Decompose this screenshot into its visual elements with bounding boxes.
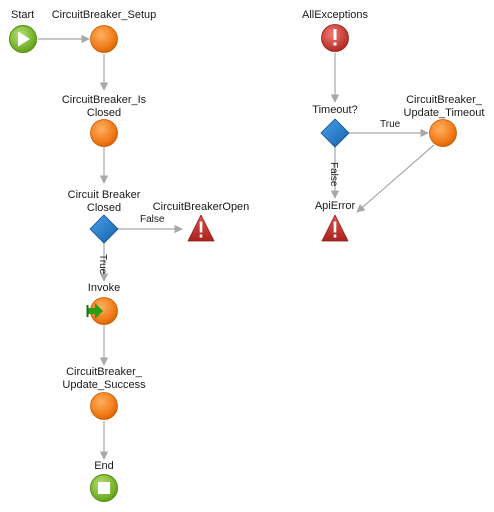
stop-icon bbox=[98, 482, 110, 494]
timeout-decision[interactable] bbox=[320, 118, 350, 148]
edge-update-apierror bbox=[356, 144, 435, 213]
is-closed-label-line2: Closed bbox=[86, 107, 122, 119]
api-error-label: ApiError bbox=[314, 200, 356, 212]
orange-circle-icon bbox=[90, 25, 118, 53]
start-label: Start bbox=[11, 9, 35, 21]
invoke-node[interactable] bbox=[86, 297, 118, 325]
edge-label-cb-false: False bbox=[140, 214, 165, 225]
orange-circle-icon bbox=[90, 392, 118, 420]
green-arrow-icon bbox=[86, 303, 103, 319]
invoke-label: Invoke bbox=[87, 282, 121, 294]
setup-node[interactable] bbox=[90, 25, 118, 53]
cb-open-node[interactable] bbox=[187, 214, 215, 242]
edge-label-timeout-true: True bbox=[380, 119, 401, 130]
setup-label: CircuitBreaker_Setup bbox=[51, 9, 157, 21]
cb-closed-label-line2: Closed bbox=[86, 202, 122, 214]
update-success-node[interactable] bbox=[90, 392, 118, 420]
update-success-label-line2: Update_Success bbox=[62, 379, 146, 391]
is-closed-label-line1: CircuitBreaker_Is bbox=[61, 94, 147, 106]
cb-open-label: CircuitBreakerOpen bbox=[152, 201, 250, 213]
update-timeout-node[interactable] bbox=[429, 119, 457, 147]
timeout-label: Timeout? bbox=[312, 104, 358, 116]
orange-circle-icon bbox=[429, 119, 457, 147]
edges bbox=[38, 34, 435, 460]
is-closed-node[interactable] bbox=[90, 119, 118, 147]
update-timeout-label-line1: CircuitBreaker_ bbox=[406, 94, 482, 106]
all-exceptions-label: AllExceptions bbox=[301, 9, 369, 21]
orange-circle-icon bbox=[90, 119, 118, 147]
edge-label-cb-true: True bbox=[97, 254, 108, 275]
update-timeout-label-line2: Update_Timeout bbox=[403, 107, 485, 119]
update-success-label-line1: CircuitBreaker_ bbox=[66, 366, 142, 378]
blue-diamond-icon bbox=[89, 214, 119, 244]
cb-closed-label-line1: Circuit Breaker bbox=[67, 189, 141, 201]
play-icon bbox=[18, 31, 30, 47]
api-error-node[interactable] bbox=[321, 214, 349, 242]
end-node[interactable] bbox=[90, 474, 118, 502]
start-node[interactable] bbox=[9, 25, 37, 53]
edge-label-timeout-false: False bbox=[328, 162, 339, 187]
blue-diamond-icon bbox=[320, 118, 350, 148]
end-label: End bbox=[94, 460, 114, 472]
all-exceptions-node[interactable] bbox=[321, 24, 349, 52]
cb-closed-decision[interactable] bbox=[89, 214, 119, 244]
